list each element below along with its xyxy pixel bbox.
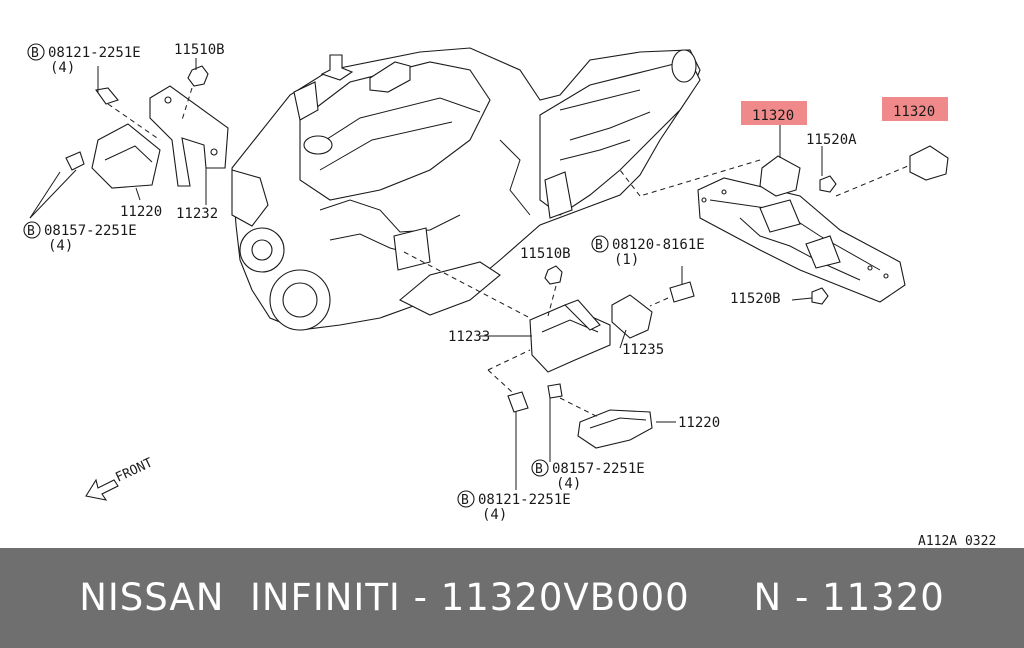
- svg-text:B: B: [461, 493, 469, 508]
- label-center-stay: 11235: [622, 342, 664, 358]
- label-center-bolt-qty: (1): [614, 252, 639, 268]
- label-washer-a: 11520A: [806, 132, 857, 148]
- left-mount-group: [29, 58, 229, 219]
- bolt-marker-icon: B: [531, 459, 549, 477]
- label-bottom-bolt1-code: 08157-2251E: [552, 461, 645, 477]
- label-left-mount: 11220: [120, 204, 162, 220]
- figure-code: A112A 0322: [918, 534, 996, 548]
- front-label: FRONT: [113, 455, 155, 485]
- highlight-insulator-b: [882, 97, 948, 121]
- bolt-marker-icon: B: [457, 490, 475, 508]
- svg-text:B: B: [31, 46, 39, 61]
- footer-banner: NISSAN INFINITI - 11320VB000 N - 11320: [0, 548, 1024, 648]
- part-number-title: NISSAN INFINITI - 11320VB000 N - 11320: [79, 576, 945, 619]
- label-top-left-nut: 11510B: [174, 42, 225, 58]
- crossmember-group: [619, 124, 949, 305]
- label-left-bolt-qty: (4): [48, 238, 73, 254]
- front-arrow-icon: [85, 478, 119, 501]
- label-insulator-b[interactable]: 11320: [893, 104, 935, 120]
- svg-text:B: B: [595, 238, 603, 253]
- label-top-left-bolt-code: 08121-2251E: [48, 45, 141, 61]
- label-insulator-a[interactable]: 11320: [752, 108, 794, 124]
- label-center-bolt-code: 08120-8161E: [612, 237, 705, 253]
- label-bottom-bolt2-qty: (4): [482, 507, 507, 523]
- label-right-mount: 11220: [678, 415, 720, 431]
- bolt-marker-icon: B: [591, 235, 609, 253]
- label-top-left-bolt-qty: (4): [50, 60, 75, 76]
- highlight-insulator-a: [741, 101, 807, 125]
- center-mount-group: [403, 251, 695, 490]
- label-bottom-bolt1-qty: (4): [556, 476, 581, 492]
- label-washer-b: 11520B: [730, 291, 781, 307]
- svg-text:B: B: [27, 224, 35, 239]
- bolt-marker-icon: B: [27, 43, 45, 61]
- engine-illustration: [231, 47, 701, 331]
- label-center-bracket: 11233: [448, 329, 490, 345]
- label-left-bolt-code: 08157-2251E: [44, 223, 137, 239]
- label-bottom-bolt2-code: 08121-2251E: [478, 492, 571, 508]
- svg-text:B: B: [535, 462, 543, 477]
- parts-diagram: FRONT B 08121-2251E (4) 11510B 11220 112…: [23, 42, 996, 548]
- bolt-marker-icon: B: [23, 221, 41, 239]
- label-left-bracket: 11232: [176, 206, 218, 222]
- label-center-nut: 11510B: [520, 246, 571, 262]
